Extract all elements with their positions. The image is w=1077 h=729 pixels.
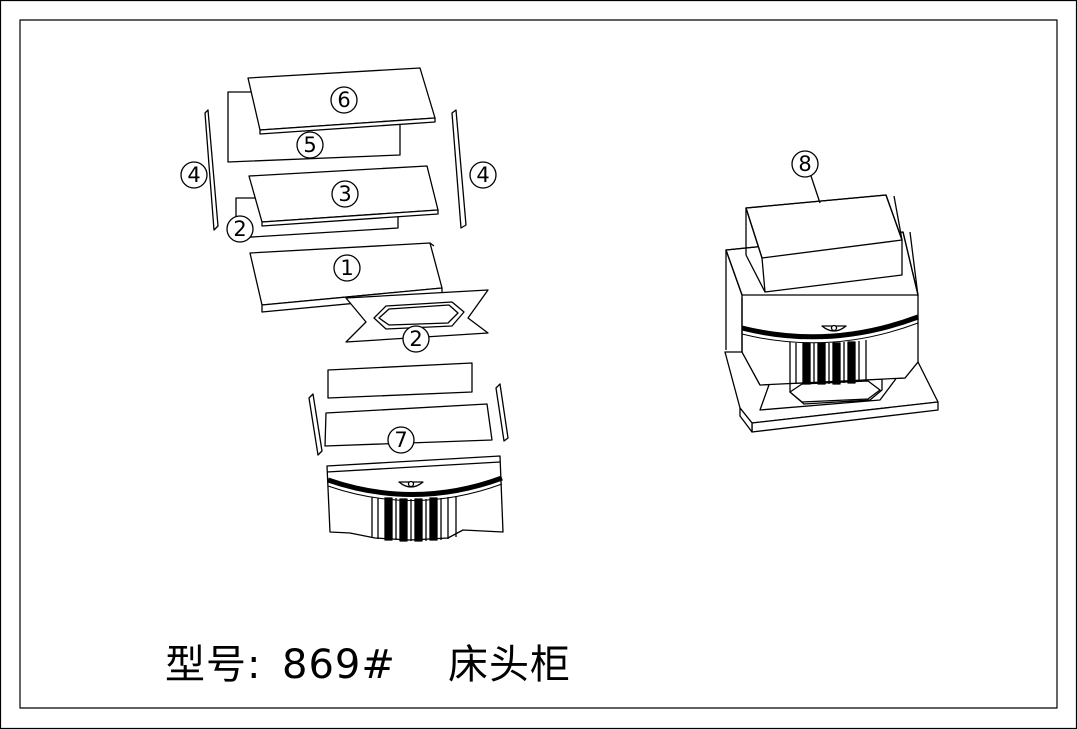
callout-5: 5: [296, 131, 324, 159]
part-4-left-side-panel: [204, 109, 219, 231]
assembled-base: [724, 351, 939, 433]
callout-3-label: 3: [338, 182, 351, 206]
callout-2-upper-label: 2: [233, 217, 246, 241]
callout-4-right: 4: [469, 161, 497, 189]
callout-1-label: 1: [340, 256, 353, 280]
callouts: 1 2 2 3 4 4 5: [180, 86, 819, 454]
assembled-flutes: [789, 340, 867, 385]
callout-6-label: 6: [337, 88, 350, 112]
exploded-view: [204, 67, 509, 542]
callout-4-left-label: 4: [187, 163, 200, 187]
callout-6: 6: [330, 86, 358, 114]
assembled-view: [724, 175, 939, 433]
part-7-left-strip: [308, 393, 323, 456]
callout-2-upper: 2: [226, 215, 254, 243]
model-number: 869#: [282, 642, 396, 688]
drawer-front-flutes: [371, 496, 457, 542]
callout-3: 3: [331, 180, 359, 208]
part-7-right-strip: [495, 383, 509, 442]
callout-2-lower-label: 2: [409, 327, 422, 351]
sheet-inner-border: [19, 19, 1058, 709]
drawing-title: 型号: 869# 床头柜: [165, 642, 571, 688]
callout-2-lower: 2: [402, 325, 430, 353]
part-8-top-box: [745, 194, 903, 293]
product-name: 床头柜: [448, 642, 571, 688]
callout-8-label: 8: [798, 152, 811, 176]
part-2-base-plinth: [345, 289, 489, 343]
callout-8-leader: [810, 175, 821, 204]
callout-7: 7: [387, 426, 415, 454]
part-7-lower-panel: [324, 403, 493, 447]
callout-4-right-label: 4: [476, 163, 489, 187]
callout-1: 1: [333, 254, 361, 282]
callout-4-left: 4: [180, 161, 208, 189]
callout-5-label: 5: [303, 133, 316, 157]
model-label: 型号:: [165, 642, 261, 688]
callout-8: 8: [791, 150, 819, 178]
part-4-right-side-panel: [451, 109, 467, 229]
front-rail: [327, 362, 473, 399]
part-7-drawer-front: [326, 455, 504, 542]
callout-7-label: 7: [394, 428, 407, 452]
